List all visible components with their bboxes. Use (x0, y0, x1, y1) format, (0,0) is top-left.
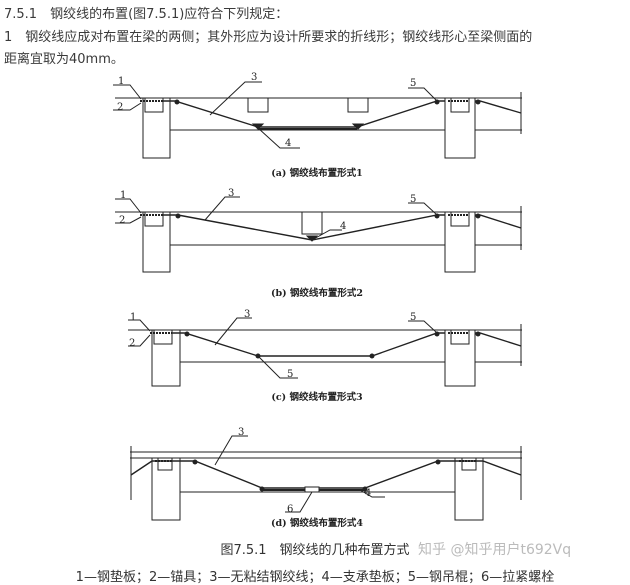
watermark: 知乎 @知乎用户t692Vq (418, 542, 572, 558)
diagram-c: 1 2 3 5 5 (c) 钢绞线布置形式3 (128, 309, 522, 403)
label-1: 1 (120, 190, 126, 201)
diagram-b: 1 2 3 4 5 (b) 钢绞线布置形式2 (115, 188, 522, 299)
figure-caption: 图7.5.1 钢绞线的几种布置方式 (220, 543, 410, 558)
label-5: 5 (410, 78, 416, 89)
paragraph-line-1: 1 钢绞线应成对布置在梁的两侧；其外形应为设计所要求的折线形；钢绞线形心至梁侧面… (4, 30, 533, 45)
section-heading: 7.5.1 钢绞线的布置(图7.5.1)应符合下列规定： (4, 7, 289, 22)
label-4: 4 (365, 488, 371, 499)
paragraph-line-2: 距离宜取为40mm。 (4, 52, 124, 67)
label-2: 2 (117, 102, 123, 113)
figure-legend: 1—钢垫板；2—锚具；3—无粘结钢绞线；4—支承垫板；5—钢吊棍；6—拉紧螺栓 (75, 570, 555, 585)
caption-c: (c) 钢绞线布置形式3 (271, 391, 362, 403)
anchor-plate (144, 97, 164, 113)
label-5: 5 (410, 312, 416, 323)
label-5-bottom: 5 (287, 369, 293, 380)
label-5: 5 (410, 194, 416, 205)
label-1: 1 (118, 76, 124, 87)
caption-d: (d) 钢绞线布置形式4 (271, 517, 363, 529)
diagram-d: 3 6 4 (d) 钢绞线布置形式4 (130, 427, 522, 529)
label-4: 4 (285, 138, 291, 149)
label-4: 4 (340, 221, 346, 232)
caption-b: (b) 钢绞线布置形式2 (271, 287, 363, 299)
label-2: 2 (129, 338, 135, 349)
diagram-a: 1 2 3 4 5 (a) 钢绞线布置形式1 (113, 72, 522, 179)
label-3: 3 (238, 427, 244, 438)
label-3: 3 (251, 72, 257, 83)
label-2: 2 (119, 215, 125, 226)
caption-a: (a) 钢绞线布置形式1 (271, 167, 363, 179)
label-6: 6 (287, 504, 293, 515)
label-3: 3 (244, 309, 250, 320)
label-3: 3 (228, 188, 234, 199)
label-1: 1 (130, 312, 136, 323)
tendon (163, 100, 445, 128)
